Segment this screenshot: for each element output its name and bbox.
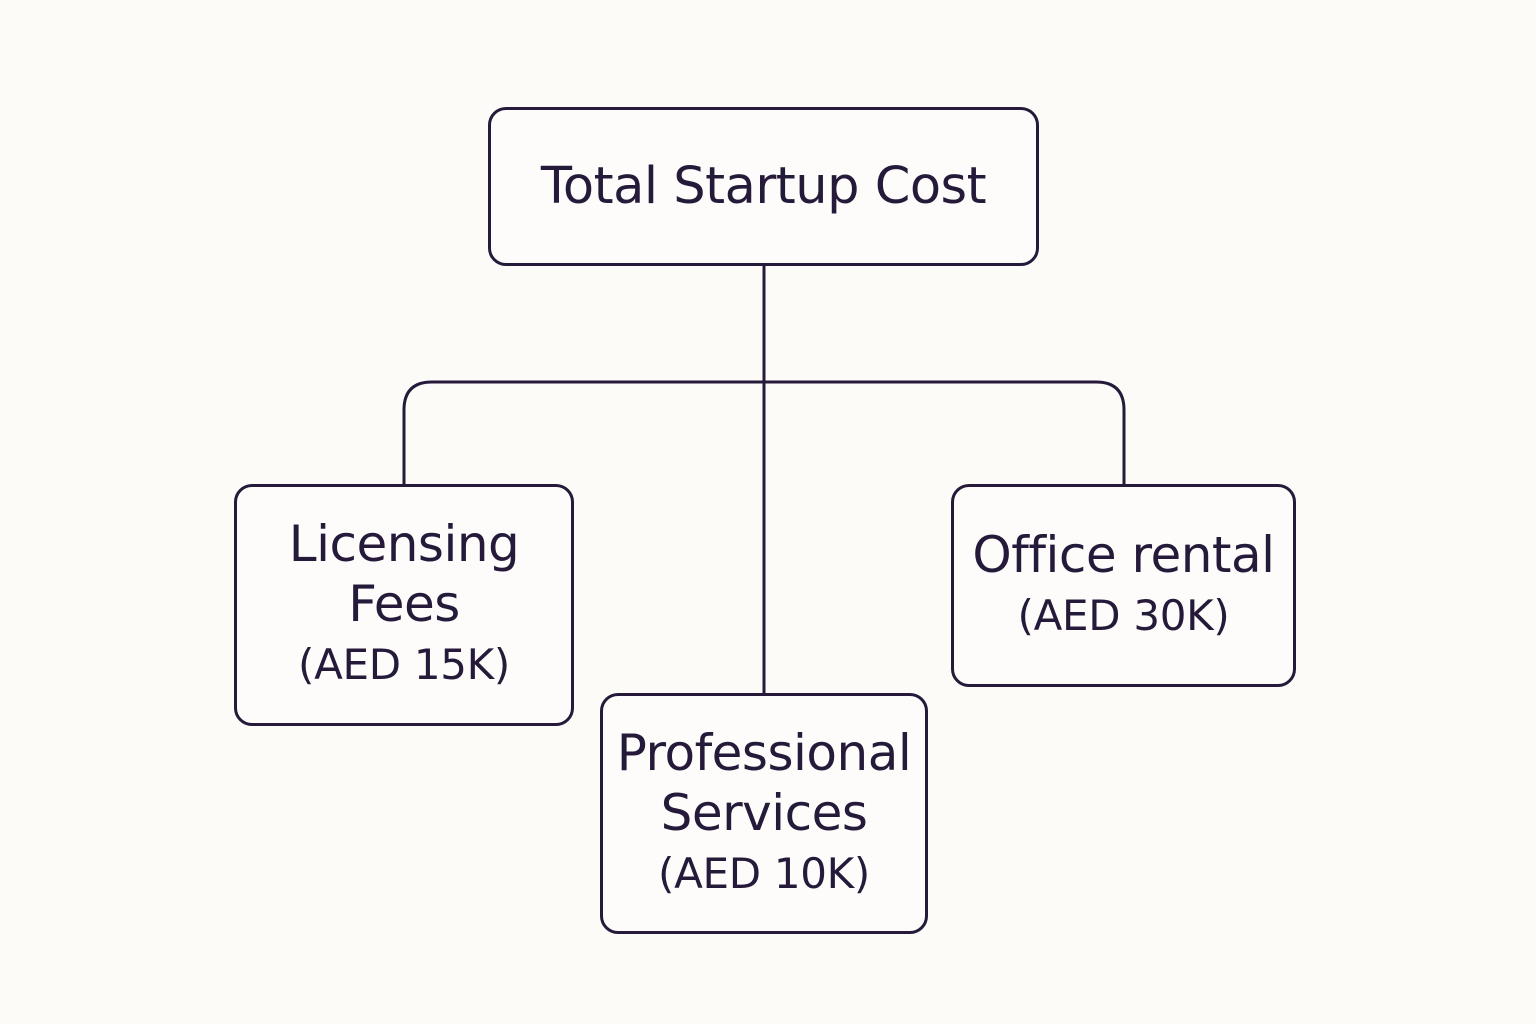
professional-title-line1: Professional bbox=[616, 723, 912, 782]
root-node: Total Startup Cost bbox=[488, 107, 1039, 266]
licensing-title-line2: Fees bbox=[348, 575, 460, 633]
licensing-title-line1: Licensing bbox=[288, 515, 520, 573]
office-rental-node: Office rental (AED 30K) bbox=[951, 484, 1296, 687]
licensing-fees-node: Licensing Fees (AED 15K) bbox=[234, 484, 574, 726]
root-title: Total Startup Cost bbox=[540, 156, 987, 216]
connector-branch-left bbox=[402, 380, 766, 486]
connector-branch-right bbox=[762, 380, 1126, 486]
office-amount: (AED 30K) bbox=[1017, 590, 1230, 640]
licensing-amount: (AED 15K) bbox=[297, 640, 511, 689]
professional-title-line2: Services bbox=[660, 783, 868, 842]
professional-amount: (AED 10K) bbox=[657, 848, 871, 898]
office-title: Office rental bbox=[972, 525, 1275, 584]
professional-services-node: Professional Services (AED 10K) bbox=[600, 693, 928, 934]
